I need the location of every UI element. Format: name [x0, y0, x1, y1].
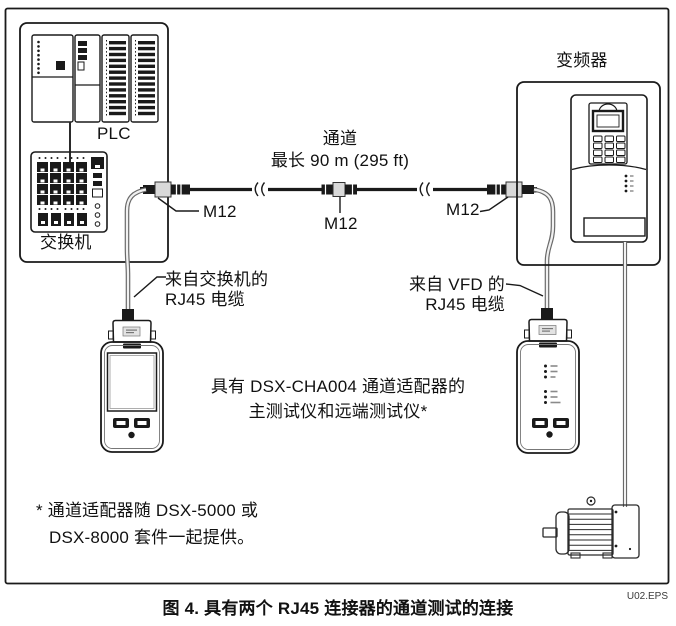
remote-tester-leds [544, 364, 561, 404]
channel-length: 最长 90 m (295 ft) [270, 151, 410, 170]
channel-title: 通道 [322, 129, 358, 148]
plc-modules [31, 34, 159, 123]
from-switch-label-line1: 来自交换机的 [165, 270, 269, 289]
vfd-label: 变频器 [556, 51, 608, 70]
adapter-label [122, 326, 141, 337]
motor-shaft [542, 527, 558, 538]
m12-label-right: M12 [446, 200, 480, 219]
plc-label: PLC [97, 124, 131, 143]
plc-port [56, 61, 65, 70]
vfd-keypad [588, 102, 628, 165]
adapter-label [538, 325, 557, 335]
switch-port-group-a [37, 157, 61, 210]
rj45-plug-left [143, 185, 155, 194]
footnote-line1: * 通道适配器随 DSX-5000 或 [36, 501, 259, 520]
plc-cpu-module [31, 34, 74, 123]
remote-tester [516, 308, 580, 454]
m12-left-leader [157, 197, 199, 212]
plc-io-terminals-1 [109, 41, 126, 116]
figure-border [4, 7, 670, 585]
rj45-plug-right [522, 185, 534, 194]
main-tester-adapter [112, 319, 152, 343]
switch-body [30, 151, 108, 233]
vfd-terminal-slot [583, 217, 646, 237]
plc-io-module-2 [130, 34, 159, 123]
switch-uplink-column [91, 157, 104, 227]
m12-connector-right [487, 181, 537, 198]
m12-coupler-middle [332, 182, 346, 197]
m12-label-middle: M12 [324, 214, 358, 233]
plc-comm-indicators [77, 41, 87, 71]
plc-status-leds [37, 40, 40, 75]
from-switch-leader [133, 276, 166, 298]
m12-coupler-left [154, 181, 172, 198]
ethernet-switch [30, 151, 108, 233]
plc-comm-module [74, 34, 101, 123]
motor-eyebolt [586, 496, 596, 506]
remote-tester-plug [541, 308, 553, 320]
m12-connector-middle [321, 182, 357, 197]
rj45-cable-switch-side [124, 187, 147, 309]
motor-fin-body [567, 508, 614, 556]
m12-coupler-right [505, 181, 523, 198]
eps-file-label: U02.EPS [626, 591, 668, 602]
vfd-status-leds [624, 174, 634, 193]
testers-note-line2: 主测试仪和远端测试仪* [248, 402, 428, 421]
cable-break-right-gap [417, 183, 433, 196]
vfd-enclosure [516, 81, 661, 266]
remote-tester-body [516, 340, 580, 454]
m12-label-left: M12 [203, 202, 237, 221]
plc-io-terminals-2 [138, 41, 155, 116]
cable-break-left-gap [252, 183, 268, 196]
vfd-body [570, 94, 648, 243]
remote-tester-bumper [520, 344, 576, 450]
from-vfd-label-line1: 来自 VFD 的 [408, 275, 505, 294]
main-tester-screen [106, 352, 158, 412]
motor-fins [568, 513, 613, 551]
rj45-cable-vfd-side [533, 187, 556, 309]
m12-right-leader [479, 196, 509, 213]
main-tester-plug [122, 309, 134, 321]
testers-note-line1: 具有 DSX-CHA004 通道适配器的 [210, 377, 466, 396]
from-switch-label-line2: RJ45 电缆 [165, 290, 245, 309]
figure-caption: 图 4. 具有两个 RJ45 连接器的通道测试的连接 [162, 599, 514, 618]
vfd-display [591, 109, 625, 133]
from-vfd-label-line2: RJ45 电缆 [425, 295, 505, 314]
vfd-keypad-dome [598, 103, 618, 113]
remote-tester-adapter [528, 318, 568, 342]
plc-cabinet-enclosure [19, 22, 169, 263]
plc-io-module-1 [101, 34, 130, 123]
remote-tester-round-button [546, 431, 553, 438]
motor-terminal-box [611, 504, 640, 559]
vfd-unit [570, 94, 648, 243]
m12-connector-left [140, 181, 190, 198]
motor [542, 496, 640, 559]
footnote-line2: DSX-8000 套件一起提供。 [49, 528, 255, 547]
main-tester-body [100, 341, 164, 453]
leader-lines [133, 196, 544, 298]
main-tester-round-button [128, 431, 135, 439]
main-tester-bumper [104, 345, 160, 449]
switch-label: 交换机 [40, 233, 92, 252]
motor-end-bell [555, 511, 570, 555]
switch-bottom-ports [38, 213, 87, 226]
vfd-panel-seam [571, 164, 647, 171]
main-tester [100, 309, 164, 453]
switch-port-group-b [63, 157, 87, 210]
vfd-keys [593, 135, 626, 163]
from-vfd-leader [505, 283, 544, 297]
